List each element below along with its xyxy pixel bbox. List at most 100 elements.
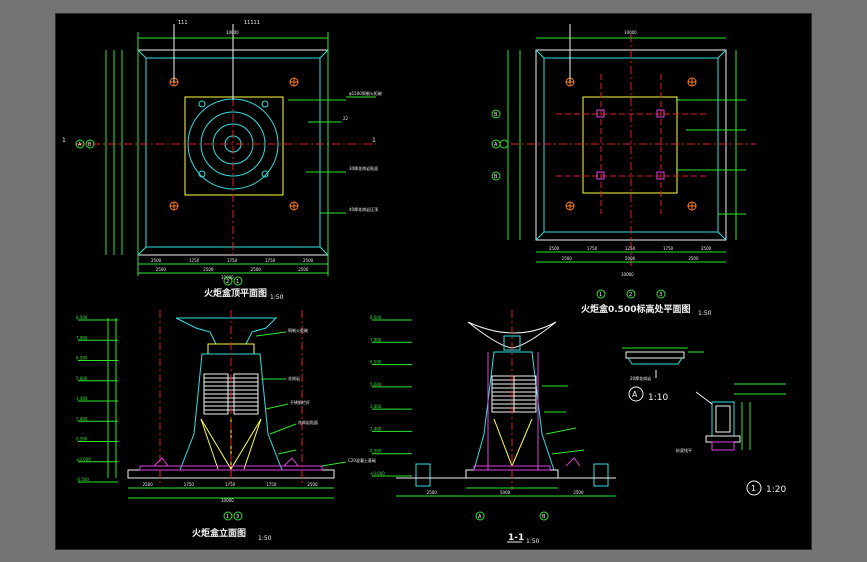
detail-a-view: 20厚花岗岩 A 1:10	[622, 347, 704, 403]
detail-1-view: 砂浆找平 1 1:20	[676, 383, 786, 496]
section-dim-2: 2500	[573, 490, 584, 495]
left-plan-bubble-a: A	[78, 142, 82, 148]
section-handrail-marks	[565, 457, 581, 467]
section-torch-bowl	[467, 321, 557, 349]
left-plan-dim-b-2: 2500	[251, 267, 262, 272]
dim-elev-total: 10000	[221, 498, 234, 503]
title-front-elevation: 火炬盒立面图	[192, 527, 246, 539]
top-plan-pedestal	[184, 96, 284, 196]
elev-level-label-2: 6.500	[76, 356, 88, 361]
left-plan-dim-a-3: 1750	[265, 258, 276, 263]
plan-note-3: 30厚花岗岩贴面	[349, 165, 378, 171]
top-plan-label-top-left: 111	[178, 20, 188, 26]
plan-note-4: 40厚花岗岩压顶	[349, 206, 378, 212]
section-curb-left	[415, 463, 431, 487]
detail-1-scale: 1:20	[766, 485, 786, 495]
left-plan-dim-b-0: 2500	[156, 267, 167, 272]
elev-dim-2: 1750	[225, 482, 236, 487]
left-plan-axis-bubbles: A B 1 1 2 1	[62, 137, 376, 286]
left-plan-dim-b-3: 2500	[298, 267, 309, 272]
top-plan-leader-lines	[173, 24, 234, 100]
cad-drawing: 11111 111 10000 10000 φ1500铜制火炬碗 22 30厚花…	[62, 20, 786, 545]
elev-torch-bowl	[175, 317, 278, 345]
front-elevation-view: 铜制火炬碗 花岗岩 不锈钢栏杆 花岗岩贴面 C20混凝土基础 10000 8.5…	[76, 310, 376, 521]
section-plan-view: 10000 10000 B A B 1 2 3	[491, 24, 756, 299]
section-level-label-6: 0.500	[370, 449, 382, 454]
elev-note-2: 花岗岩	[288, 375, 300, 381]
elev-level-label-3: 5.600	[76, 376, 88, 381]
right-plan-section-mark: 1	[372, 137, 376, 144]
title-section-plan-scale: 1:50	[698, 310, 712, 317]
detail-a-note: 20厚花岗岩	[630, 375, 651, 381]
right-plan-dim-b-0: 2500	[562, 256, 573, 261]
right-plan-bottom-bubble-3: 3	[659, 292, 662, 298]
elev-note-4: 花岗岩贴面	[298, 419, 318, 425]
section-plan-pedestal	[582, 96, 678, 194]
elev-level-label-7: ±0.000	[76, 457, 91, 462]
right-plan-dim-a-1: 1750	[587, 246, 598, 251]
detail-1-label: 1	[751, 484, 756, 493]
elev-handrail-marks	[153, 457, 299, 467]
section-level-label-5: 2.400	[370, 426, 382, 431]
section-plan-column-marks	[596, 109, 665, 180]
section-level-label-3: 5.600	[370, 382, 382, 387]
dim-right-plan-top: 10000	[624, 30, 637, 35]
elev-level-label-5: 2.400	[76, 416, 88, 421]
section-1-1-view: 8.5007.9006.5005.6003.4002.4000.500±0.00…	[370, 310, 616, 521]
section-dim-lines	[396, 385, 616, 497]
section-level-lines	[372, 319, 412, 477]
title-front-elevation-scale: 1:50	[258, 535, 272, 542]
elev-level-label-6: 0.500	[76, 437, 88, 442]
right-plan-dim-a-4: 2500	[701, 246, 712, 251]
title-top-plan-scale: 1:50	[270, 294, 284, 301]
title-section-1-1: 1-1	[508, 533, 524, 543]
title-top-plan: 火炬盒顶平面图	[204, 287, 267, 299]
elev-note-3: 不锈钢栏杆	[290, 399, 310, 405]
elev-level-label-4: 3.400	[76, 396, 88, 401]
left-plan-dim-b-1: 2500	[203, 267, 214, 272]
section-dim-0: 2500	[427, 490, 438, 495]
detail-a-scale: 1:10	[648, 393, 668, 403]
section-dim-row1: 2500 5000 2500	[427, 490, 584, 495]
plan-note-1: φ1500铜制火炬碗	[349, 90, 382, 96]
detail-a-bubble	[628, 386, 644, 402]
elev-note-1: 铜制火炬碗	[288, 327, 308, 333]
right-plan-bubble-a: A	[494, 142, 498, 148]
right-plan-dim-b-2: 2500	[688, 256, 699, 261]
drawing-sheet: 11111 111 10000 10000 φ1500铜制火炬碗 22 30厚花…	[55, 13, 812, 550]
title-section-plan: 火炬盒0.500标高处平面图	[581, 303, 690, 315]
left-plan-dim-a-4: 2500	[303, 258, 314, 263]
left-plan-bottom-bubble-2: 2	[226, 279, 229, 285]
left-plan-dim-row2: 2500 2500 2500 2500	[156, 267, 309, 272]
elev-note-5: C20混凝土基础	[348, 457, 376, 463]
elev-bottom-bubble-3: 3	[236, 514, 239, 520]
detail-1-bubble	[746, 480, 762, 496]
section-level-label-2: 6.500	[370, 360, 382, 365]
elev-bottom-bubble-1: 1	[226, 514, 229, 520]
section-curb-right	[593, 463, 609, 487]
section-plan-dim-lines	[507, 37, 746, 263]
dim-left-plan-top: 10000	[226, 30, 239, 35]
title-section-1-1-scale: 1:50	[526, 538, 540, 545]
left-plan-section-mark: 1	[62, 137, 66, 144]
elev-dim-lines	[107, 318, 347, 499]
top-plan-label-top: 11111	[244, 20, 260, 26]
plan-note-2: 22	[343, 116, 349, 121]
section-dim-1: 5000	[500, 490, 511, 495]
right-plan-bottom-bubble-1: 1	[599, 292, 602, 298]
right-plan-bubble-b2: B	[494, 174, 498, 180]
right-plan-bottom-bubble-2: 2	[629, 292, 632, 298]
right-plan-axis-bubbles: B A B 1 2 3	[491, 109, 666, 299]
elev-dim-3: 1750	[266, 482, 277, 487]
top-plan-bolt-marks	[198, 100, 269, 178]
right-plan-dim-a-0: 2500	[549, 246, 560, 251]
right-plan-bubble-b: B	[494, 112, 498, 118]
section-bottom-bubble-a: A	[478, 514, 482, 520]
left-plan-dim-a-1: 1750	[189, 258, 200, 263]
top-plan-view: 11111 111 10000 10000 φ1500铜制火炬碗 22 30厚花…	[62, 20, 382, 286]
elev-level-label-8: -0.500	[76, 477, 89, 482]
